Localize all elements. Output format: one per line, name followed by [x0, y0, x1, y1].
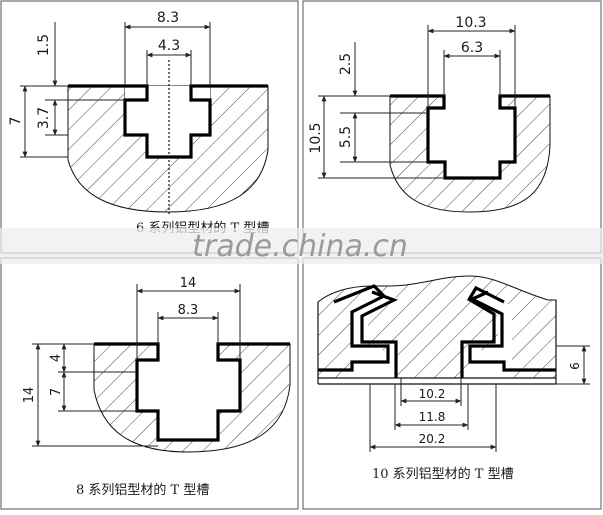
panel-6-series: 8.3 4.3 1.5 3.7 7 6 系列铝型材的 T 型槽 [8, 10, 269, 236]
dim-total-depth: 10.5 [308, 122, 324, 153]
dim-slot-width: 10.2 [419, 387, 446, 401]
dim-total-depth: 7 [8, 117, 24, 126]
dim-slot-width: 8.3 [178, 303, 199, 318]
watermark-band [0, 228, 603, 264]
dim-mid-width: 11.8 [419, 410, 446, 424]
dim-top-width: 14 [180, 276, 197, 291]
dim-slot-width: 4.3 [158, 38, 180, 54]
panel-8-caption: 8 系列铝型材的 T 型槽 [76, 482, 209, 498]
dim-neck-depth: 3.7 [36, 107, 52, 129]
dim-total-depth: 14 [22, 387, 37, 404]
dim-slot-width: 6.3 [461, 40, 483, 56]
watermark-text: trade.china.cn [192, 229, 408, 264]
t-slot-profile [94, 342, 290, 442]
dim-total-width: 20.2 [419, 432, 446, 446]
dim-top-width: 10.3 [455, 15, 486, 31]
panel-10-caption: 10 系列铝型材的 T 型槽 [372, 466, 514, 482]
panel-8-series: 14 8.3 4 7 14 8 系列铝型材的 T 型槽 [22, 276, 291, 498]
dim-neck-depth: 5.5 [338, 126, 354, 148]
t-slot-profile [390, 94, 550, 180]
panel-10-series-a: 10.3 6.3 2.5 5.5 10.5 [308, 15, 551, 213]
dim-top-depth: 2.5 [338, 53, 354, 75]
t-slot-profile [318, 284, 390, 372]
panel-10-series-b: 10.2 11.8 20.2 6 10 系列铝型材的 T 型槽 [317, 275, 590, 482]
dim-depth: 6 [568, 362, 582, 370]
dim-top-width: 8.3 [157, 10, 179, 26]
dim-mid-depth: 7 [49, 388, 64, 396]
dim-top-depth: 1.5 [36, 34, 52, 56]
dim-neck-depth: 4 [49, 354, 64, 362]
